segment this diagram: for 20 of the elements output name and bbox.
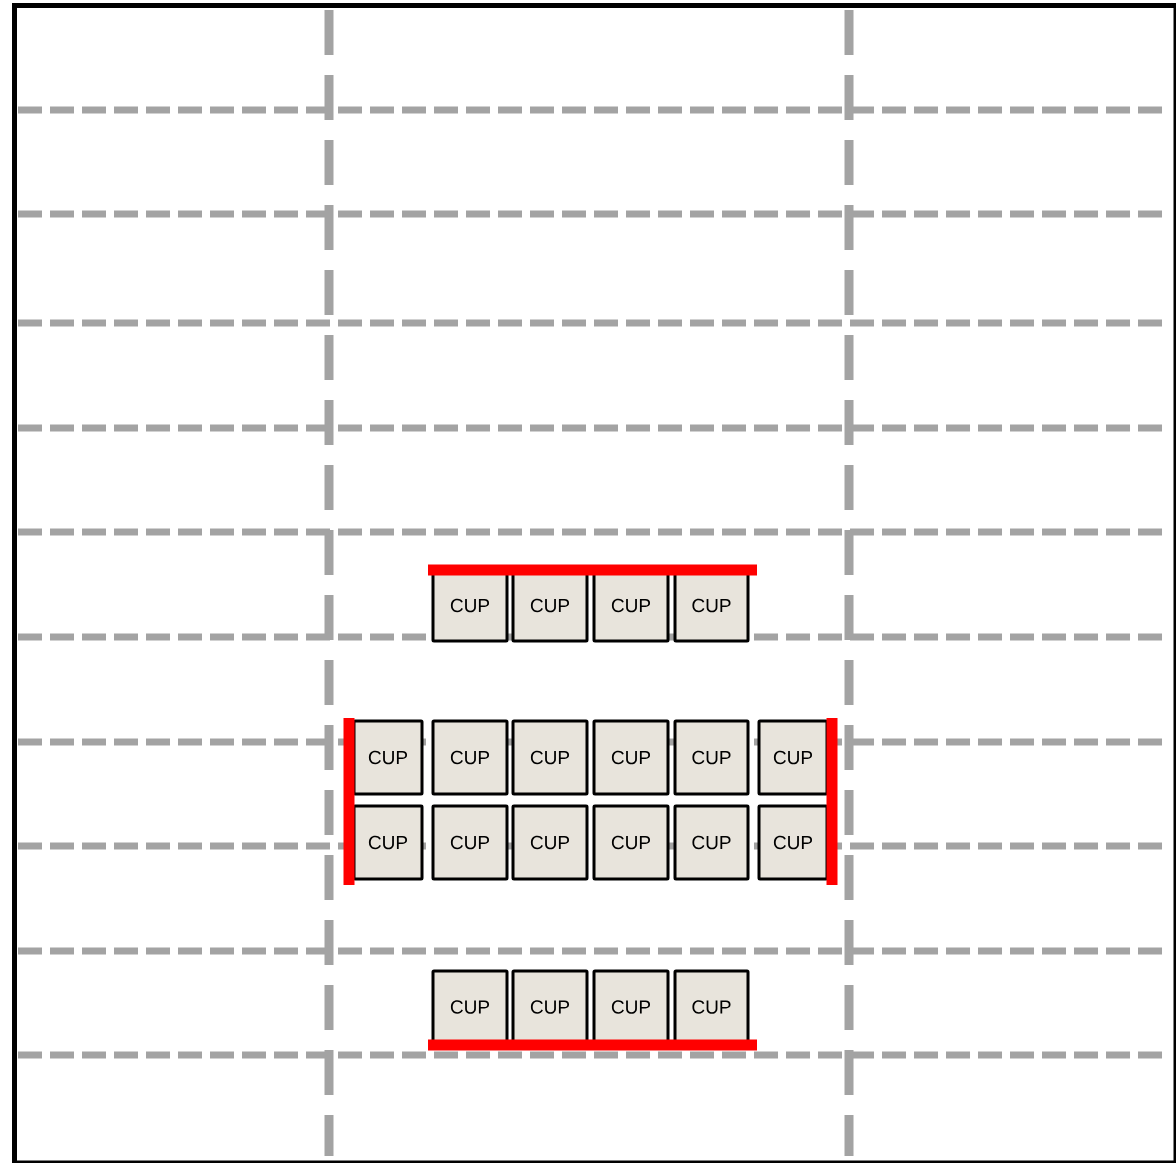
cup-box: CUP	[592, 568, 670, 643]
cup-box: CUP	[673, 804, 750, 881]
cup-box: CUP	[511, 568, 589, 643]
cup-box: CUP	[511, 969, 589, 1045]
cup-box: CUP	[431, 719, 509, 796]
cup-box: CUP	[673, 969, 750, 1045]
cup-box: CUP	[511, 719, 589, 796]
cup-box: CUP	[431, 804, 509, 881]
cup-box: CUP	[352, 804, 424, 881]
cup-box: CUP	[673, 568, 750, 643]
cup-box: CUP	[592, 804, 670, 881]
cup-box: CUP	[352, 719, 424, 796]
cup-box: CUP	[757, 804, 829, 881]
cup-box: CUP	[592, 969, 670, 1045]
cup-box: CUP	[592, 719, 670, 796]
cup-box: CUP	[757, 719, 829, 796]
cup-box: CUP	[511, 804, 589, 881]
cup-box: CUP	[673, 719, 750, 796]
cup-box: CUP	[431, 969, 509, 1045]
cup-box: CUP	[431, 568, 509, 643]
